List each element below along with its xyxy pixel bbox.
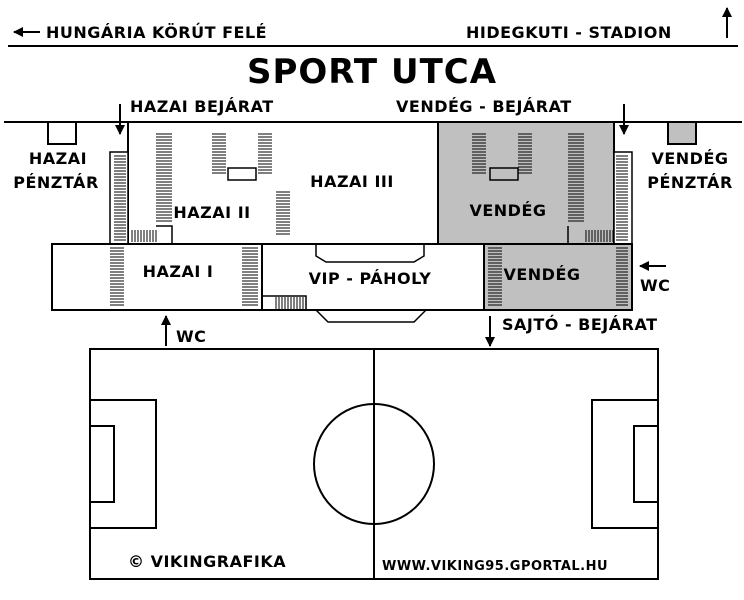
section-hazai-1: HAZAI I bbox=[143, 262, 214, 281]
street-title: SPORT UTCA bbox=[247, 52, 497, 92]
seat-rows bbox=[110, 133, 628, 309]
away-ticket-office-label-2: PÉNZTÁR bbox=[647, 173, 733, 192]
right-goal-area bbox=[633, 425, 659, 503]
section-vip: VIP - PÁHOLY bbox=[309, 269, 432, 288]
section-hazai-2: HAZAI II bbox=[173, 203, 250, 222]
left-goal-area bbox=[89, 425, 115, 503]
away-ticket-booth bbox=[667, 121, 697, 145]
website-credit: WWW.VIKING95.GPORTAL.HU bbox=[382, 559, 608, 574]
stand-vendeg-lower bbox=[483, 243, 633, 311]
home-entrance-label: HAZAI BEJÁRAT bbox=[130, 97, 274, 116]
stand-vip bbox=[261, 243, 485, 311]
press-entrance-label: SAJTÓ - BEJÁRAT bbox=[502, 315, 658, 334]
inner-step-left bbox=[156, 225, 173, 244]
home-ticket-booth bbox=[47, 121, 77, 145]
direction-right-label: HIDEGKUTI - STADION bbox=[466, 23, 672, 42]
section-hazai-3: HAZAI III bbox=[310, 172, 394, 191]
vip-box-top bbox=[315, 244, 425, 263]
copyright-credit: © VIKINGRAFIKA bbox=[128, 552, 286, 571]
away-ticket-office-label-1: VENDÉG bbox=[651, 149, 728, 168]
stand-vendeg-upper bbox=[437, 121, 615, 245]
center-circle bbox=[313, 403, 435, 525]
home-ticket-office-label-2: PÉNZTÁR bbox=[13, 173, 99, 192]
away-entrance-label: VENDÉG - BEJÁRAT bbox=[396, 97, 572, 116]
home-ticket-office-label-1: HAZAI bbox=[29, 149, 87, 168]
section-vendeg-lower: VENDÉG bbox=[503, 265, 580, 284]
wc-left-label: WC bbox=[176, 327, 206, 346]
stand-tunnel-vendeg bbox=[489, 167, 519, 181]
stand-hazai-1 bbox=[51, 243, 263, 311]
section-vendeg-upper: VENDÉG bbox=[469, 201, 546, 220]
vip-box-bottom bbox=[315, 309, 427, 323]
direction-left-label: HUNGÁRIA KÖRÚT FELÉ bbox=[46, 23, 267, 42]
stand-tunnel-hazai bbox=[227, 167, 257, 181]
wc-right-label: WC bbox=[640, 276, 670, 295]
